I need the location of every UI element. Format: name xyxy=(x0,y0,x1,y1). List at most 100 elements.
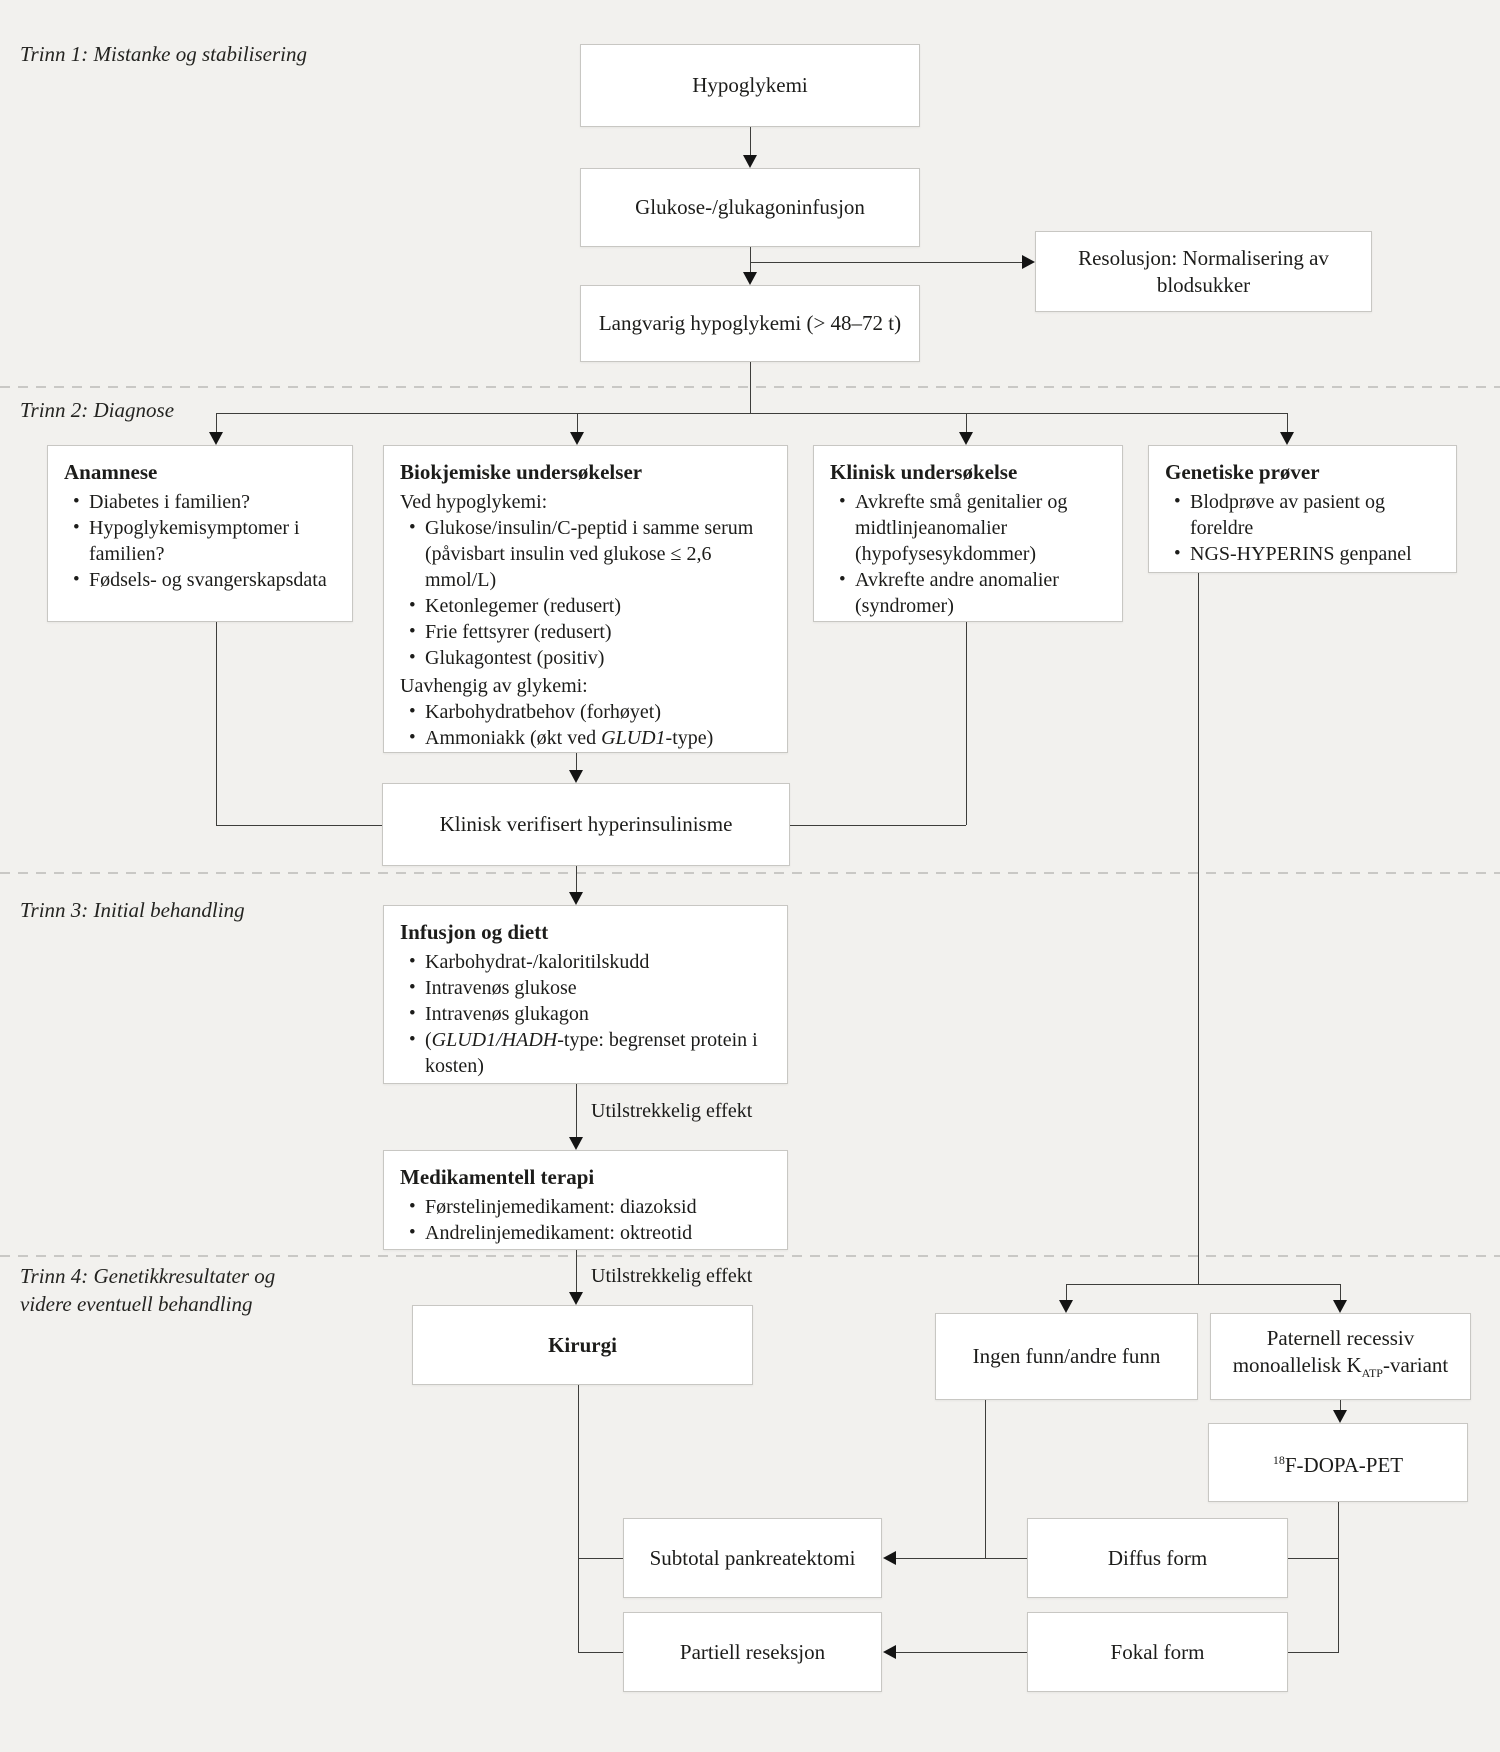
bullet-text: Førstelinjemedikament: diazoksid xyxy=(425,1196,697,1218)
bullet-item: Frie fettsyrer (redusert) xyxy=(400,619,771,645)
node-title: Genetiske prøver xyxy=(1165,460,1320,484)
node-infusjon-og-diett: Infusjon og diett Karbohydrat-/kaloritil… xyxy=(383,905,788,1084)
node-fokal-form: Fokal form xyxy=(1027,1612,1288,1692)
node-genetiske-prover: Genetiske prøver Blodprøve av pasient og… xyxy=(1148,445,1457,573)
arrowhead-down-icon xyxy=(570,432,584,445)
bullet-text: Karbohydratbehov (forhøyet) xyxy=(425,701,662,723)
arrowhead-down-icon xyxy=(1280,432,1294,445)
arrowhead-down-icon xyxy=(1059,1300,1073,1313)
arrowhead-down-icon xyxy=(1333,1300,1347,1313)
connector-line xyxy=(750,362,751,413)
node-label: Glukose-/glukagoninfusjon xyxy=(635,195,865,219)
node-ingen-funn: Ingen funn/andre funn xyxy=(935,1313,1198,1400)
bullet-text: Karbohydrat-/kaloritilskudd xyxy=(425,951,650,973)
connector-line xyxy=(966,413,967,433)
node-diffus-form: Diffus form xyxy=(1027,1518,1288,1598)
connector-line xyxy=(578,1385,579,1652)
bullet-item: Ammoniakk (økt ved GLUD1-type) xyxy=(400,725,771,751)
isotope-superscript: 18 xyxy=(1272,1452,1285,1467)
connector-line xyxy=(1287,413,1288,433)
bullet-text: Fødsels- og svangerskapsdata xyxy=(89,569,327,591)
node-title: Biokjemiske undersøkelser xyxy=(400,460,643,484)
node-biokjemiske-undersokelser: Biokjemiske undersøkelser Ved hypoglykem… xyxy=(383,445,788,753)
connector-line xyxy=(896,1652,1027,1653)
arrowhead-down-icon xyxy=(743,155,757,168)
connector-line xyxy=(1066,1284,1067,1301)
arrowhead-down-icon xyxy=(209,432,223,445)
node-label: Kirurgi xyxy=(548,1332,617,1357)
step-label-trinn4: Trinn 4: Genetikkresultater og videre ev… xyxy=(20,1262,275,1318)
node-title: Infusjon og diett xyxy=(400,920,549,944)
node-label-text: monoallelisk K xyxy=(1232,1353,1362,1378)
node-label: Partiell reseksjon xyxy=(679,1639,826,1664)
node-langvarig-hypoglykemi: Langvarig hypoglykemi (> 48–72 t) xyxy=(580,285,920,362)
connector-line xyxy=(750,127,751,156)
connector-line xyxy=(750,262,1022,263)
bullet-item: Intravenøs glukose xyxy=(400,975,771,1001)
arrowhead-down-icon xyxy=(569,770,583,783)
bullet-item: Karbohydratbehov (forhøyet) xyxy=(400,699,771,725)
connector-line xyxy=(216,825,382,826)
node-label: Diffus form xyxy=(1107,1545,1208,1570)
bullet-text: Glukose/insulin/C-peptid i samme serum (… xyxy=(425,517,754,591)
connector-line xyxy=(1288,1558,1338,1559)
arrowhead-left-icon xyxy=(883,1551,896,1565)
step-label-trinn4-line2: videre eventuell behandling xyxy=(20,1292,253,1316)
node-klinisk-undersokelse: Klinisk undersøkelse Avkrefte små genita… xyxy=(813,445,1123,622)
node-label: Hypoglykemi xyxy=(692,73,808,97)
step-label-trinn4-line1: Trinn 4: Genetikkresultater og xyxy=(20,1264,276,1288)
bullet-text: Frie fettsyrer (redusert) xyxy=(425,621,612,643)
node-label: Subtotal pankreatektomi xyxy=(649,1545,856,1570)
arrowhead-down-icon xyxy=(569,1137,583,1150)
step-label-trinn3: Trinn 3: Initial behandling xyxy=(20,898,245,922)
arrowhead-down-icon xyxy=(959,432,973,445)
edge-label-utilstrekkelig-effekt-1: Utilstrekkelig effekt xyxy=(591,1100,753,1122)
bullet-text: -type) xyxy=(665,727,714,749)
connector-line xyxy=(1338,1502,1339,1652)
node-subheading: Uavhengig av glykemi: xyxy=(400,675,588,697)
connector-line xyxy=(750,247,751,273)
node-title: Klinisk undersøkelse xyxy=(830,460,1018,484)
node-glukose-glukagoninfusjon: Glukose-/glukagoninfusjon xyxy=(580,168,920,247)
node-label: Langvarig hypoglykemi (> 48–72 t) xyxy=(598,311,902,335)
connector-line xyxy=(985,1400,986,1558)
connector-line xyxy=(1340,1284,1341,1301)
connector-line xyxy=(576,866,577,893)
bullet-text: NGS-HYPERINS genpanel xyxy=(1190,543,1412,565)
bullet-text: Andrelinjemedikament: oktreotid xyxy=(425,1222,693,1244)
bullet-item: NGS-HYPERINS genpanel xyxy=(1165,541,1440,567)
katp-subscript: ATP xyxy=(1361,1366,1383,1381)
node-subtotal-pankreatektomi: Subtotal pankreatektomi xyxy=(623,1518,882,1598)
connector-line xyxy=(578,1652,623,1653)
connector-line xyxy=(966,622,967,825)
bullet-text: Diabetes i familien? xyxy=(89,491,251,513)
bullet-item: Glukagontest (positiv) xyxy=(400,645,771,671)
bullet-item: Diabetes i familien? xyxy=(64,489,336,515)
connector-line xyxy=(578,1558,623,1559)
node-anamnese: Anamnese Diabetes i familien? Hypoglykem… xyxy=(47,445,353,622)
connector-line xyxy=(576,1084,577,1138)
bullet-item: Glukose/insulin/C-peptid i samme serum (… xyxy=(400,515,771,593)
connector-line xyxy=(216,413,217,433)
arrowhead-left-icon xyxy=(883,1645,896,1659)
bullet-text: Ketonlegemer (redusert) xyxy=(425,595,622,617)
node-label-line1: Paternell recessiv xyxy=(1266,1326,1415,1351)
bullet-text: Blodprøve av pasient og foreldre xyxy=(1190,491,1385,539)
node-title: Medikamentell terapi xyxy=(400,1165,595,1189)
node-subheading: Ved hypoglykemi: xyxy=(400,491,548,513)
edge-label-utilstrekkelig-effekt-2: Utilstrekkelig effekt xyxy=(591,1265,753,1287)
bullet-item: Førstelinjemedikament: diazoksid xyxy=(400,1194,771,1220)
node-label-text: F-DOPA-PET xyxy=(1284,1452,1404,1477)
node-label-line2: monoallelisk KATP-variant xyxy=(1233,1352,1449,1387)
step-label-trinn2: Trinn 2: Diagnose xyxy=(20,398,175,422)
bullet-text: Intravenøs glukagon xyxy=(425,1003,589,1025)
arrowhead-down-icon xyxy=(569,892,583,905)
bullet-item: Fødsels- og svangerskapsdata xyxy=(64,567,336,593)
bullet-item: Andrelinjemedikament: oktreotid xyxy=(400,1220,771,1246)
arrowhead-down-icon xyxy=(569,1292,583,1305)
connector-line xyxy=(790,825,966,826)
bullet-item: Karbohydrat-/kaloritilskudd xyxy=(400,949,771,975)
bullet-item: Blodprøve av pasient og foreldre xyxy=(1165,489,1440,541)
bullet-text: -type: begrenset protein i kosten) xyxy=(425,1029,758,1077)
